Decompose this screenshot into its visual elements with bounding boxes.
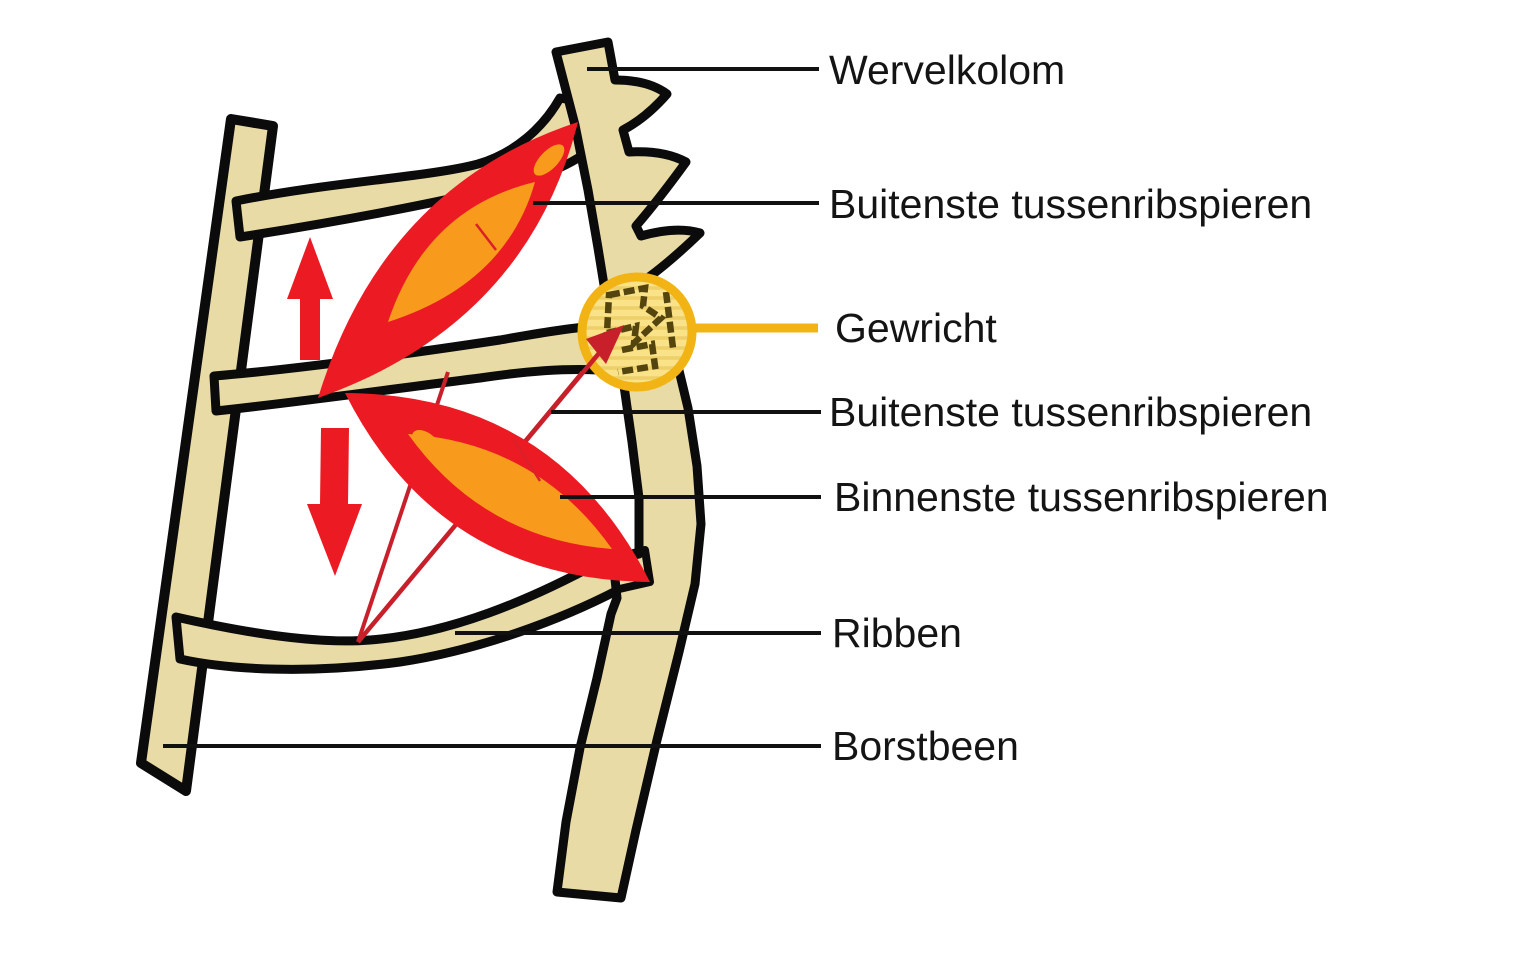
label-ribben: Ribben	[832, 610, 962, 656]
vertebral-column	[551, 37, 706, 903]
muscle-core-upper-blob	[533, 144, 565, 176]
joint-highlight-circle	[577, 272, 697, 392]
label-binnenste-tussenribspieren: Binnenste tussenribspieren	[834, 474, 1329, 520]
label-gewricht: Gewricht	[835, 305, 997, 351]
leader-lines	[163, 67, 821, 748]
down-arrow-icon	[307, 428, 362, 576]
joint-ring	[577, 272, 697, 392]
internal-intercostal-muscle	[345, 393, 650, 582]
muscle-core-upper	[388, 182, 535, 322]
muscle-core-lower-blob	[412, 430, 438, 450]
up-arrow-icon	[287, 237, 333, 360]
pull-arrowhead	[586, 325, 624, 364]
muscle-core-lower	[408, 434, 612, 549]
external-intercostal-muscle-upper	[318, 122, 578, 398]
label-buitenste-tussenribspieren-1: Buitenste tussenribspieren	[829, 181, 1312, 227]
label-borstbeen: Borstbeen	[832, 723, 1019, 769]
label-wervelkolom: Wervelkolom	[829, 47, 1065, 93]
label-buitenste-tussenribspieren-2: Buitenste tussenribspieren	[829, 389, 1312, 435]
